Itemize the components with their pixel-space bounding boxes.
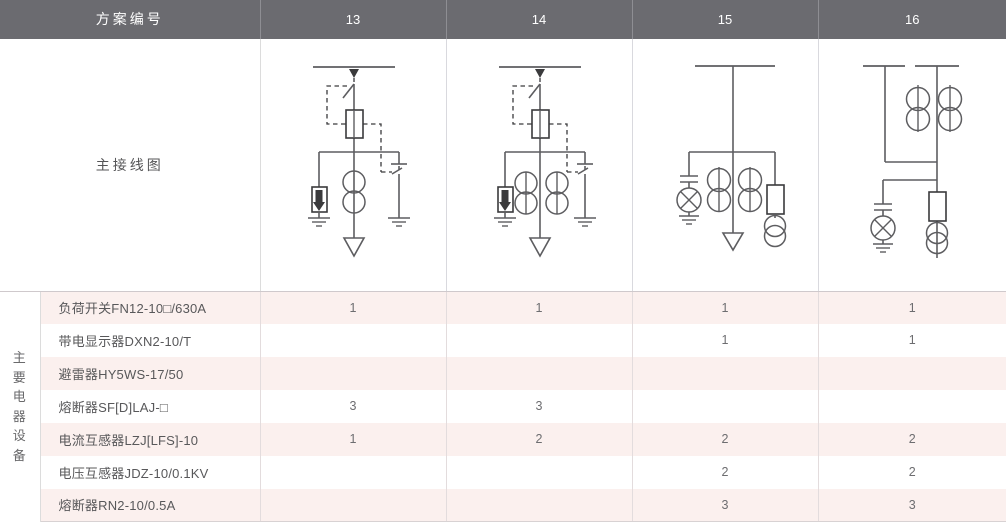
group-label-char-6: 备 (12, 447, 27, 463)
group-label-char-5: 设 (12, 428, 27, 443)
row-label: 电流互感器LZJ[LFS]-10 (40, 422, 261, 456)
row-value: 1 (818, 323, 1006, 357)
row-value (446, 455, 633, 489)
row-label: 避雷器HY5WS-17/50 (40, 356, 261, 390)
row-value (818, 356, 1006, 390)
diagram-cell-16 (818, 38, 1006, 292)
header-scheme-number: 方案编号 (0, 0, 261, 39)
row-value: 3 (260, 389, 447, 423)
group-label-char-1: 主 (12, 350, 27, 365)
row-value: 1 (632, 323, 819, 357)
row-label: 电压互感器JDZ-10/0.1KV (40, 455, 261, 489)
header-col-16: 16 (818, 0, 1006, 39)
row-value: 1 (260, 291, 447, 324)
row-value: 2 (632, 455, 819, 489)
row-value (446, 356, 633, 390)
row-value: 2 (446, 422, 633, 456)
row-value: 3 (632, 488, 819, 522)
group-label-char-3: 电 (12, 389, 27, 404)
row-label: 熔断器SF[D]LAJ-□ (40, 389, 261, 423)
table-row: 避雷器HY5WS-17/50 (0, 356, 1006, 390)
row-value: 2 (818, 455, 1006, 489)
row-label: 熔断器RN2-10/0.5A (40, 488, 261, 522)
row-value: 1 (818, 291, 1006, 324)
header-col-13: 13 (260, 0, 447, 39)
diagram-cell-15 (632, 38, 819, 292)
row-value (632, 356, 819, 390)
group-label-char-2: 要 (12, 369, 27, 385)
table-row: 主 要 电 器 设 备 负荷开关FN12-10□/630A 1 1 1 1 (0, 291, 1006, 522)
table-row: 带电显示器DXN2-10/T 1 1 (0, 323, 1006, 357)
single-line-diagram-15 (675, 64, 786, 252)
row-value: 2 (818, 422, 1006, 456)
table-row: 熔断器RN2-10/0.5A 3 3 (0, 488, 1006, 522)
row-value: 3 (446, 389, 633, 423)
single-line-diagram-16 (862, 64, 962, 258)
row-label: 带电显示器DXN2-10/T (40, 323, 261, 357)
single-line-diagram-14 (493, 65, 596, 258)
row-label: 负荷开关FN12-10□/630A (40, 291, 261, 324)
diagram-cell-14 (446, 38, 633, 292)
row-value (260, 455, 447, 489)
row-value: 1 (632, 291, 819, 324)
single-line-diagram-13 (307, 65, 410, 258)
row-value: 1 (260, 422, 447, 456)
row-value (260, 356, 447, 390)
row-value (446, 488, 633, 522)
row-value: 3 (818, 488, 1006, 522)
table-header-row: 方案编号 13 14 15 16 (0, 0, 1006, 39)
header-col-14: 14 (446, 0, 633, 39)
main-wiring-diagram-row: 主接线图 (0, 38, 1006, 292)
header-col-15: 15 (632, 0, 819, 39)
main-wiring-diagram-label: 主接线图 (0, 38, 261, 292)
table-row: 电压互感器JDZ-10/0.1KV 2 2 (0, 455, 1006, 489)
table-row: 熔断器SF[D]LAJ-□ 3 3 (0, 389, 1006, 423)
row-value (260, 323, 447, 357)
row-value: 2 (632, 422, 819, 456)
row-value (818, 389, 1006, 423)
group-label-char-4: 器 (12, 408, 27, 424)
row-value (632, 389, 819, 423)
row-value: 1 (446, 291, 633, 324)
row-value (446, 323, 633, 357)
table-row: 电流互感器LZJ[LFS]-10 1 2 2 2 (0, 422, 1006, 456)
row-value (260, 488, 447, 522)
diagram-cell-13 (260, 38, 447, 292)
group-label-main-equipment: 主 要 电 器 设 备 (0, 291, 41, 522)
